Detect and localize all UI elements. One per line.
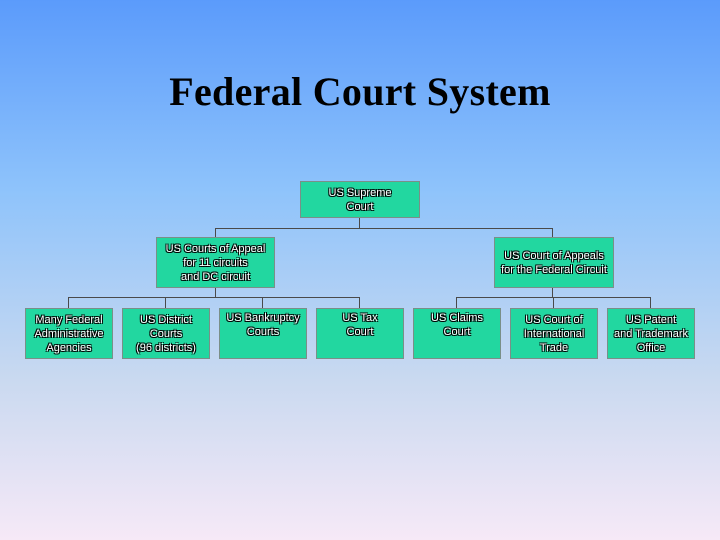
connector-drop-bankruptcy xyxy=(262,297,263,308)
node-district-courts: US District Courts (96 districts) xyxy=(122,308,210,359)
connector-drop-intl-trade xyxy=(553,297,554,308)
node-claims-court: US Claims Court xyxy=(413,308,501,359)
connector-left-appeals-down xyxy=(215,288,216,298)
connector-left-horizontal xyxy=(68,297,360,298)
connector-drop-tax xyxy=(359,297,360,308)
node-international-trade: US Court of International Trade xyxy=(510,308,598,359)
node-courts-of-appeal-circuits: US Courts of Appeal for 11 circuits and … xyxy=(156,237,275,288)
slide-title: Federal Court System xyxy=(169,69,551,114)
node-federal-agencies: Many Federal Administrative Agencies xyxy=(25,308,113,359)
connector-right-appeals-down xyxy=(552,288,553,298)
node-court-of-appeals-federal: US Court of Appeals for the Federal Circ… xyxy=(494,237,614,288)
node-supreme-court: US Supreme Court xyxy=(300,181,420,218)
node-patent-trademark-office: US Patent and Trademark Office xyxy=(607,308,695,359)
node-bankruptcy-courts: US Bankruptcy Courts xyxy=(219,308,307,359)
connector-supreme-down xyxy=(359,218,360,229)
connector-drop-district xyxy=(165,297,166,308)
connector-top-horizontal xyxy=(215,228,553,229)
node-tax-court: US Tax Court xyxy=(316,308,404,359)
connector-left-appeals-drop xyxy=(215,228,216,237)
connector-drop-patent xyxy=(650,297,651,308)
connector-drop-claims xyxy=(456,297,457,308)
connector-drop-agencies xyxy=(68,297,69,308)
connector-right-appeals-drop xyxy=(552,228,553,237)
